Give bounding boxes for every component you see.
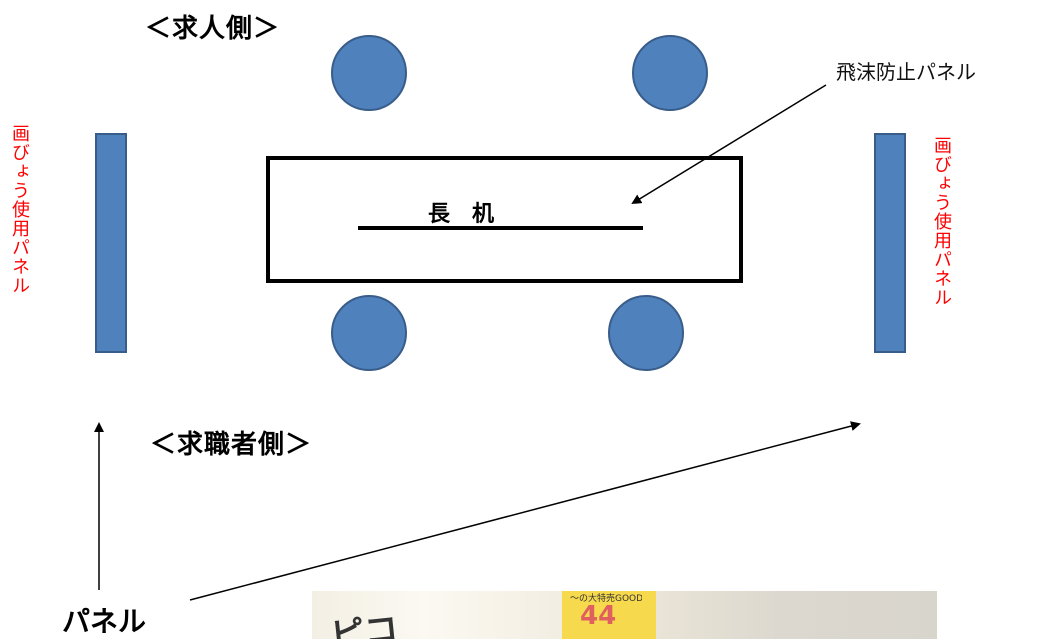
- side-panel-left: [95, 133, 127, 353]
- photo-sign-text: ピコ: [328, 609, 401, 639]
- panel-label: パネル: [62, 605, 147, 638]
- splash-panel-callout: 飛沫防止パネル: [836, 60, 976, 84]
- jobseeker-side-heading: ＜求職者側＞: [150, 430, 313, 460]
- long-desk: [266, 156, 743, 283]
- store-photo: ピコ 〜の大特売GOOD! 44: [312, 591, 937, 639]
- chair-jobseeker-right: [608, 295, 684, 371]
- left-panel-label: 画びょう使用パネル: [9, 124, 30, 295]
- photo-sign-small-text: 〜の大特売GOOD!: [570, 594, 647, 604]
- side-panel-right: [874, 133, 906, 353]
- chair-employer-left: [331, 35, 407, 111]
- chair-jobseeker-left: [331, 295, 407, 371]
- desk-label: 長 机: [428, 202, 495, 227]
- photo-sign-number: 44: [580, 601, 617, 631]
- chair-employer-right: [632, 35, 708, 111]
- photo-sign-burst: [642, 591, 656, 639]
- right-panel-label: 画びょう使用パネル: [931, 136, 952, 307]
- splash-callout-arrow: [631, 84, 827, 205]
- panel-arrow-right: [189, 421, 861, 601]
- employer-side-heading: ＜求人側＞: [145, 14, 281, 44]
- photo-sign-board: 〜の大特売GOOD! 44: [562, 591, 647, 639]
